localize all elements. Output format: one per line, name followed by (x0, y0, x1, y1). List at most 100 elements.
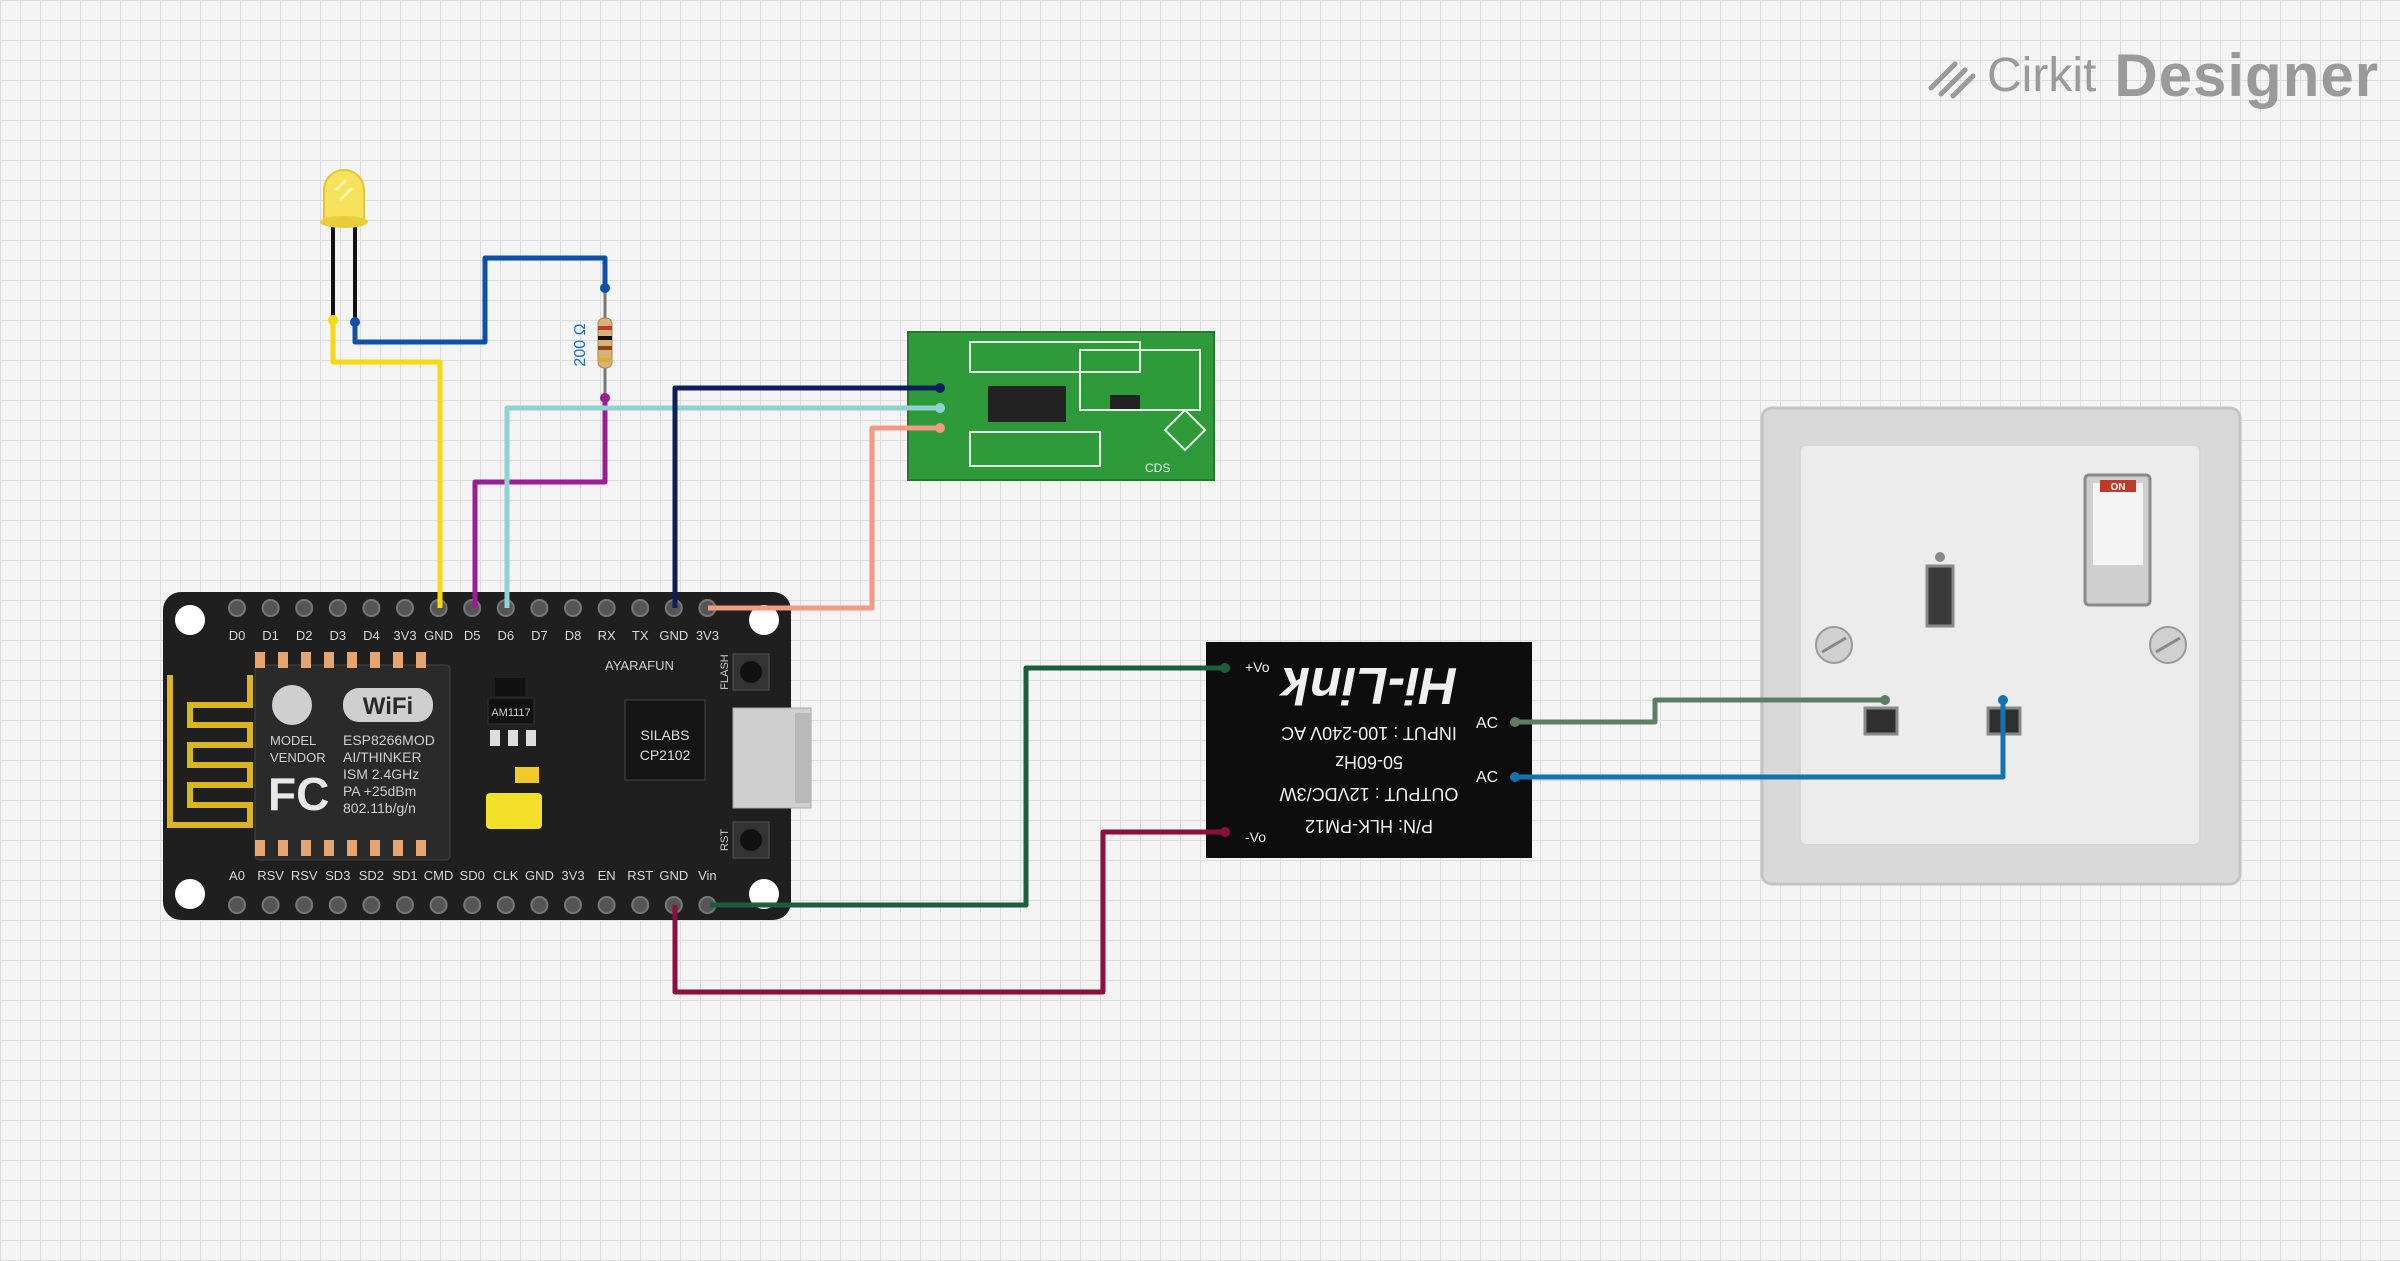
resistor-band-4 (598, 358, 612, 362)
wire-endpoints (328, 283, 2008, 837)
module-line-3: ISM 2.4GHz (343, 766, 419, 782)
bottom-pin-sd0[interactable] (463, 896, 482, 914)
wifi-logo-text: WiFi (363, 693, 413, 720)
wire-ac-live-teal[interactable] (1515, 700, 2006, 780)
endpoint (600, 283, 610, 293)
wire-3v3-radar-salmon[interactable] (708, 425, 940, 611)
usb-chip (624, 699, 706, 781)
top-pin-label: GND (424, 628, 453, 643)
radar-sensor[interactable]: CDS (907, 331, 1215, 481)
top-pin-d8[interactable] (564, 599, 582, 617)
top-pin-d4[interactable] (362, 599, 381, 617)
top-pin-label: D3 (329, 628, 346, 643)
resistor-band-2 (598, 336, 612, 340)
bottom-pin-label: GND (525, 868, 554, 883)
top-pin-label: D0 (229, 628, 246, 643)
reset-button[interactable] (732, 821, 770, 859)
bottom-pin-cmd[interactable] (429, 896, 448, 914)
wire-gnd-radar-navy[interactable] (672, 385, 940, 608)
smd-part (526, 730, 536, 746)
wall-socket[interactable]: ON (1760, 406, 2242, 886)
resistor-band-1 (598, 326, 612, 330)
top-pin-d3[interactable] (328, 599, 347, 617)
bottom-pin-label: 3V3 (561, 868, 584, 883)
endpoint (935, 383, 945, 393)
top-pin-d1[interactable] (261, 599, 280, 617)
esp-pad (347, 652, 357, 668)
top-pin-label: TX (632, 628, 649, 643)
mount-hole-br (749, 879, 779, 909)
esp-pad (255, 840, 265, 856)
endpoint (600, 393, 610, 403)
bottom-pin-clk[interactable] (496, 896, 515, 914)
brand-name: Cirkit (1987, 48, 2097, 102)
vendor-label: VENDOR (270, 750, 326, 765)
bottom-pin-sd1[interactable] (396, 896, 414, 914)
esp-pad (393, 652, 403, 668)
bottom-pin-label: SD2 (359, 868, 384, 883)
radar-cds-outline (1163, 408, 1207, 452)
bottom-pin-label: SD1 (392, 868, 417, 883)
bottom-pin-sd2[interactable] (362, 896, 381, 914)
hilink-psu[interactable]: P/N: HLK-PM12 OUTPUT : 12VDC/3W 50-60Hz … (1206, 642, 1532, 858)
mount-hole-bl (175, 879, 205, 909)
top-pin-d2[interactable] (295, 599, 314, 617)
wire-d6-radar-cyan[interactable] (504, 405, 940, 608)
esp-pad (370, 652, 380, 668)
wire-resistor-d5-purple[interactable] (472, 398, 608, 608)
esp-pad (301, 840, 311, 856)
flash-button-cap (740, 661, 762, 683)
smd-part (508, 730, 518, 746)
hilink-pin-ac2: AC (1476, 769, 1498, 786)
mount-hole-tl (175, 605, 205, 635)
bottom-pin-sd3[interactable] (328, 896, 347, 914)
top-pin-label: 3V3 (393, 628, 416, 643)
led-shine (334, 178, 354, 202)
wire-ac-neutral-olive[interactable] (1515, 697, 1885, 725)
cirkit-designer-logo: Cirkit Designer (1925, 40, 2379, 110)
bottom-pin-rst[interactable] (631, 896, 650, 914)
top-pin-label: D8 (565, 628, 582, 643)
screw-right-slot (2155, 636, 2181, 654)
wire-vin-vplus-green[interactable] (710, 665, 1225, 908)
radar-ic (988, 386, 1066, 422)
endpoint (1998, 695, 2008, 705)
esp-pad (416, 652, 426, 668)
top-pin-3v3[interactable] (396, 599, 414, 617)
top-pin-tx[interactable] (631, 599, 650, 617)
endpoint (1510, 717, 1520, 727)
wire-gnd-vminus-maroon[interactable] (672, 829, 1225, 995)
esp-pad (255, 652, 265, 668)
switch-on-label: ON (2111, 482, 2126, 493)
module-line-2: AI/THINKER (343, 749, 422, 765)
bottom-pin-rsv[interactable] (295, 896, 314, 914)
bottom-pin-rsv[interactable] (261, 896, 280, 914)
led-yellow[interactable] (320, 169, 368, 320)
bottom-pin-gnd[interactable] (530, 896, 549, 914)
flash-label: FLASH (719, 654, 731, 690)
bottom-pin-a0[interactable] (228, 896, 246, 914)
capacitor-large (486, 793, 542, 829)
top-pin-d5[interactable] (463, 599, 482, 617)
esp-pad (347, 840, 357, 856)
wifi-antenna-trace (167, 675, 253, 828)
top-pin-d0[interactable] (228, 599, 246, 617)
top-pin-rx[interactable] (597, 599, 616, 617)
top-pin-label: RX (598, 628, 616, 643)
top-pin-d7[interactable] (530, 599, 549, 617)
switch-on-badge (2100, 480, 2136, 492)
bottom-pin-label: SD3 (325, 868, 350, 883)
bottom-pin-en[interactable] (597, 896, 616, 914)
wire-led-gnd-yellow[interactable] (330, 320, 443, 608)
bottom-pin-label: CMD (424, 868, 454, 883)
bottom-pin-3v3[interactable] (564, 896, 582, 914)
wire-led-resistor-blue[interactable] (352, 255, 608, 345)
esp-pad (324, 840, 334, 856)
regulator-tab (495, 678, 525, 696)
hilink-output: OUTPUT : 12VDC/3W (1280, 784, 1459, 804)
bottom-pin-label: RSV (291, 868, 318, 883)
hilink-pn: P/N: HLK-PM12 (1305, 816, 1433, 836)
resistor-200[interactable]: 200 Ω (572, 288, 613, 398)
